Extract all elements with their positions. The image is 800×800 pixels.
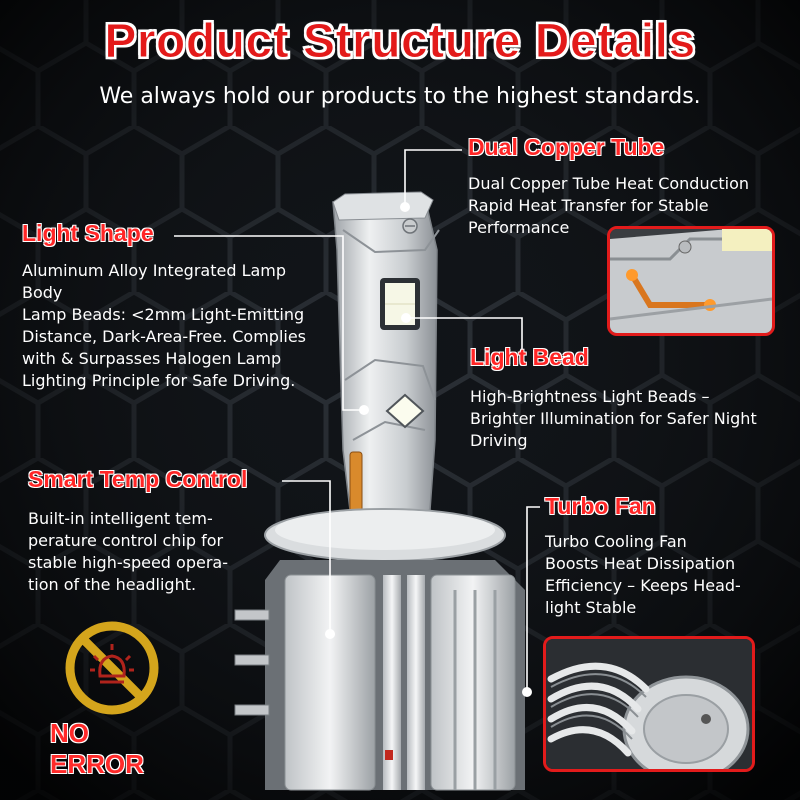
no-warning-light-icon <box>65 621 159 715</box>
feature-body-light-shape: Aluminum Alloy Integrated Lamp Body Lamp… <box>22 261 307 390</box>
page-title: Product Structure Details <box>104 15 696 69</box>
page-subtitle: We always hold our products to the highe… <box>99 84 701 109</box>
feature-title-light-shape: Light Shape <box>22 220 154 246</box>
no-error-label: NO ERROR <box>50 718 144 779</box>
feature-body-smart-temp-control: Built-in intelligent tem- perature contr… <box>28 509 228 594</box>
feature-title-turbo-fan: Turbo Fan <box>545 493 656 519</box>
feature-body-dual-copper-tube: Dual Copper Tube Heat Conduction Rapid H… <box>468 174 750 237</box>
feature-title-light-bead: Light Bead <box>470 344 589 370</box>
copper-tube-closeup-image <box>607 226 775 336</box>
feature-body-turbo-fan: Turbo Cooling Fan Boosts Heat Dissipatio… <box>545 532 741 617</box>
feature-body-light-bead: High-Brightness Light Beads – Brighter I… <box>470 387 757 450</box>
turbo-fan-closeup-image <box>543 636 755 772</box>
feature-title-smart-temp-control: Smart Temp Control <box>28 466 248 492</box>
feature-title-dual-copper-tube: Dual Copper Tube <box>468 134 665 160</box>
